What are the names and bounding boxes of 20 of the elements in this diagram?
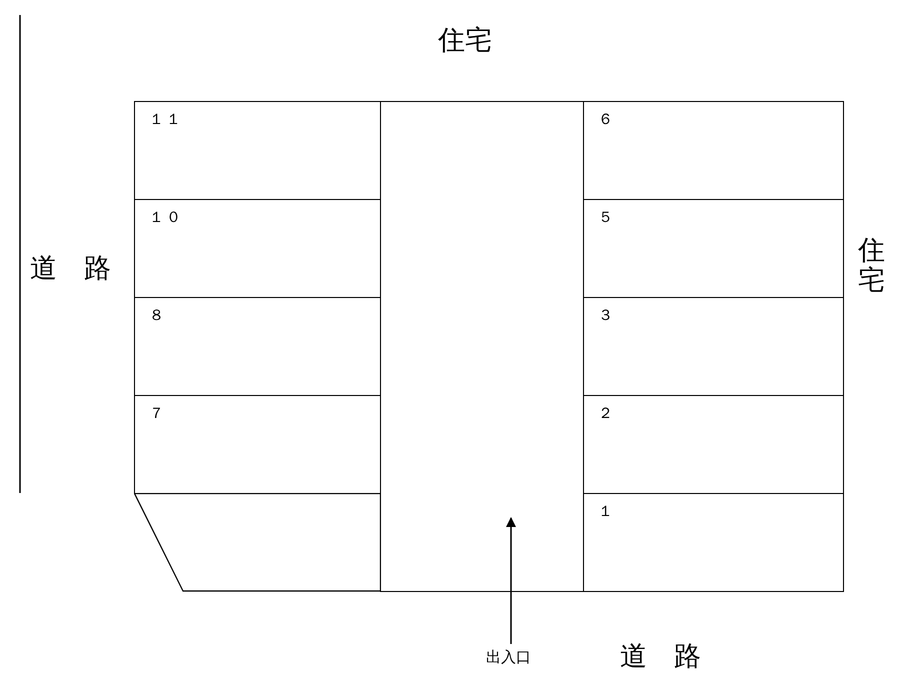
parking-space [134, 101, 381, 200]
space-number: ５ [598, 208, 615, 227]
parking-space [583, 493, 844, 592]
space-number: ６ [598, 110, 615, 129]
parking-space [583, 101, 844, 200]
entrance-label: 出入口 [486, 648, 536, 672]
space-number: ２ [598, 404, 615, 423]
space-number: ８ [149, 306, 166, 325]
space-number: １０ [149, 208, 183, 227]
space-number: ３ [598, 306, 615, 325]
neighbor-house-label: 住宅 [858, 236, 886, 296]
space-number: １１ [149, 110, 183, 129]
neighbor-house-label: 住宅 [438, 24, 492, 58]
road-label: 道 路 [620, 640, 701, 674]
corner-lot-area [134, 493, 381, 592]
space-number: ７ [149, 404, 166, 423]
entrance-arrow [506, 517, 516, 644]
road-label: 道 路 [30, 252, 111, 286]
space-number: １ [598, 502, 615, 521]
driveway-aisle [380, 101, 584, 592]
